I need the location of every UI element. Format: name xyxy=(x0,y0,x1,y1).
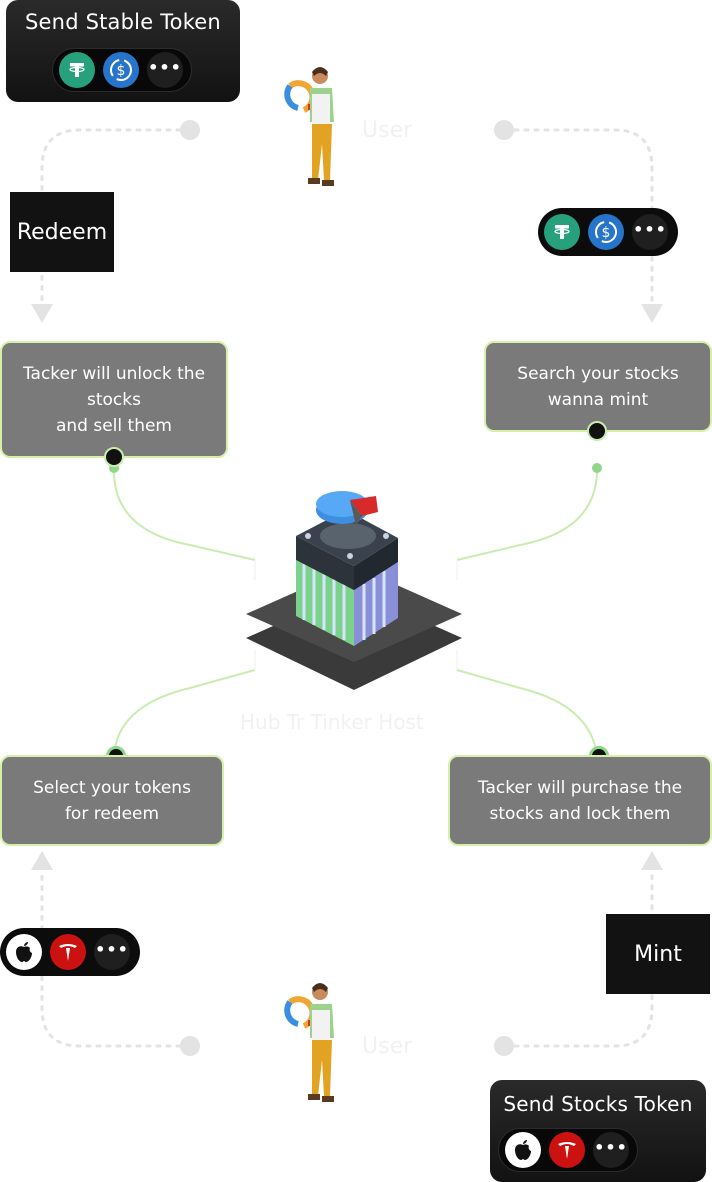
connector-unlock xyxy=(112,467,256,561)
path-node-bottom-left xyxy=(180,1036,200,1056)
mint-button[interactable]: Mint xyxy=(606,914,710,994)
dotted-path-top-right xyxy=(503,128,654,307)
path-node-top-right xyxy=(494,120,514,140)
tether-icon[interactable] xyxy=(544,214,580,250)
path-node-bottom-right xyxy=(494,1036,514,1056)
apple-icon[interactable] xyxy=(6,934,42,970)
tesla-icon[interactable] xyxy=(50,934,86,970)
redeem-button[interactable]: Redeem xyxy=(10,192,114,272)
node-search-dark xyxy=(587,421,607,441)
token-pill: ••• xyxy=(498,1128,638,1172)
dotted-path-bottom-left xyxy=(40,868,192,1048)
user-label-bottom: User xyxy=(362,1034,413,1059)
step-text: Tacker will unlock the stocks and sell t… xyxy=(22,363,206,436)
hub-illustration xyxy=(246,491,462,690)
more-icon[interactable]: ••• xyxy=(147,52,183,88)
user-figure-top xyxy=(284,67,334,186)
send-stocks-token-card: Send Stocks Token ••• xyxy=(490,1080,706,1182)
dotted-path-bottom-right xyxy=(503,868,654,1048)
send-stable-token-card: Send Stable Token $ ••• xyxy=(6,0,240,102)
apple-icon[interactable] xyxy=(505,1132,541,1168)
arrow-up-left xyxy=(31,851,53,870)
arrow-down-right xyxy=(641,304,663,323)
step-text: Search your stocks wanna mint xyxy=(517,363,679,410)
step-search-stocks: Search your stocks wanna mint xyxy=(484,341,712,432)
token-pill: $ ••• xyxy=(52,48,192,92)
connector-purchase xyxy=(456,669,598,756)
dotted-path-top-left xyxy=(40,128,192,307)
stock-token-pill: ••• xyxy=(0,928,140,976)
more-icon[interactable]: ••• xyxy=(94,934,130,970)
node-search xyxy=(592,463,602,473)
svg-text:$: $ xyxy=(117,63,126,79)
usdc-icon[interactable]: $ xyxy=(588,214,624,250)
card-title: Send Stable Token xyxy=(25,10,221,34)
connector-search xyxy=(456,467,599,561)
connector-select xyxy=(113,669,256,756)
usdc-icon[interactable]: $ xyxy=(103,52,139,88)
stable-token-pill: $ ••• xyxy=(538,208,678,256)
user-figure-bottom xyxy=(284,983,334,1102)
tesla-icon[interactable] xyxy=(549,1132,585,1168)
tether-icon[interactable] xyxy=(59,52,95,88)
card-title: Send Stocks Token xyxy=(503,1092,693,1116)
step-text: Select your tokens for redeem xyxy=(33,777,191,824)
step-text: Tacker will purchase the stocks and lock… xyxy=(477,777,683,824)
hub-label: Hub Tr Tinker Host xyxy=(240,710,424,734)
svg-text:$: $ xyxy=(602,225,611,241)
node-unlock-dark xyxy=(104,447,124,467)
step-select-tokens: Select your tokens for redeem xyxy=(0,755,224,846)
more-icon[interactable]: ••• xyxy=(593,1132,629,1168)
path-node-top-left xyxy=(180,120,200,140)
user-label-top: User xyxy=(362,118,413,143)
more-icon[interactable]: ••• xyxy=(632,214,668,250)
step-unlock-and-sell: Tacker will unlock the stocks and sell t… xyxy=(0,341,228,458)
arrow-up-right xyxy=(641,851,663,870)
arrow-down-left xyxy=(31,304,53,323)
step-purchase-and-lock: Tacker will purchase the stocks and lock… xyxy=(448,755,712,846)
